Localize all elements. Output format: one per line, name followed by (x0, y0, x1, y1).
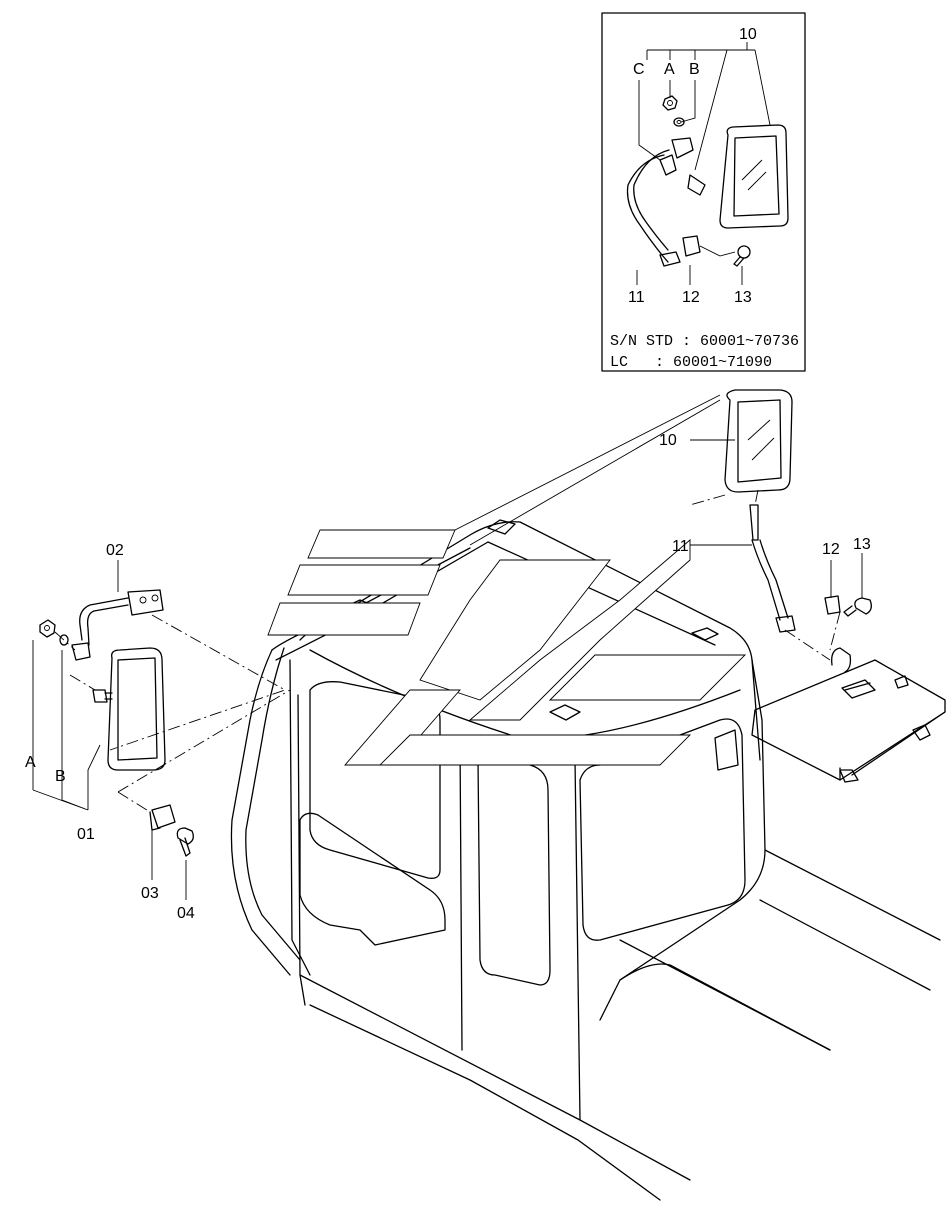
callout-11: 11 (672, 538, 689, 555)
inset-clamp (682, 235, 721, 257)
inset-nut (662, 95, 678, 111)
inset-callout-11: 11 (628, 289, 645, 306)
callout-10: 10 (659, 432, 677, 449)
inset-callout-12: 12 (682, 289, 700, 306)
inset-bolt (733, 245, 751, 267)
inset-callout-13: 13 (734, 289, 752, 306)
callout-04: 04 (177, 905, 195, 922)
callout-b: B (55, 768, 66, 785)
callout-03: 03 (141, 885, 159, 902)
inset-mirror (719, 124, 789, 229)
inset-callout-10: 10 (739, 26, 757, 43)
callout-a: A (25, 754, 36, 771)
callout-12: 12 (822, 541, 840, 558)
left-mirror-assembly: 02 A B 01 03 04 (25, 542, 291, 922)
callout-13: 13 (853, 536, 871, 553)
right-mirror: 10 11 12 13 (659, 389, 872, 661)
inset-panel: 10 C A B 11 12 13 S/N STD : 60001~70736 … (601, 12, 806, 372)
callout-02: 02 (106, 542, 124, 559)
callout-01: 01 (77, 826, 95, 843)
inset-callout-a: A (664, 61, 675, 78)
inset-callout-b: B (689, 61, 700, 78)
decal-stripes (267, 394, 747, 766)
serial-range-std: S/N STD : 60001~70736 (610, 333, 799, 350)
inset-callout-c: C (633, 61, 645, 78)
serial-range-lc: LC : 60001~71090 (610, 354, 772, 371)
